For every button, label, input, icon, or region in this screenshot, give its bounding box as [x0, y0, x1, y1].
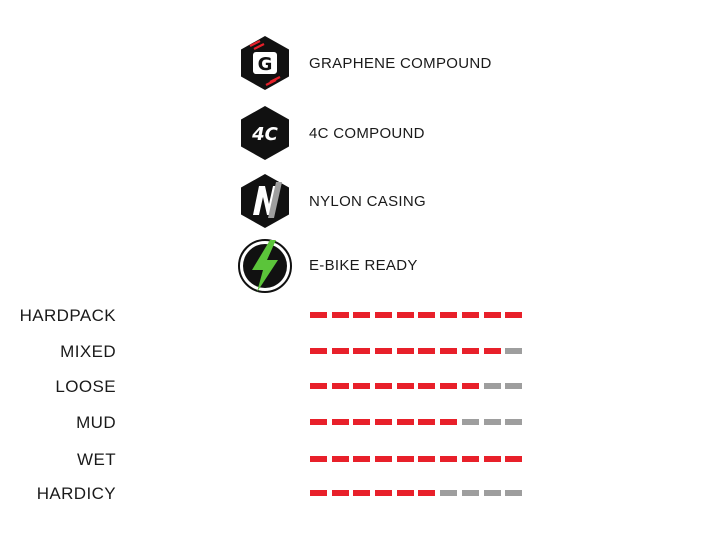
feature-4c: 4C 4C COMPOUND [236, 104, 425, 162]
rating-row-wet: WET [0, 448, 540, 472]
rating-segment-filled [418, 456, 436, 462]
rating-segment-empty [505, 348, 523, 354]
rating-segment-filled [461, 312, 479, 318]
rating-segment-filled [440, 348, 458, 354]
rating-segment-filled [418, 383, 436, 389]
rating-segment-empty [505, 383, 523, 389]
rating-bar [310, 419, 527, 426]
rating-row-hardicy: HARDICY [0, 482, 540, 506]
rating-row-mixed: MIXED [0, 340, 540, 364]
rating-bar [310, 383, 527, 390]
rating-segment-filled [418, 490, 436, 496]
rating-segment-filled [375, 490, 393, 496]
rating-segment-filled [505, 312, 523, 318]
rating-label: WET [77, 450, 116, 469]
rating-segment-filled [310, 456, 327, 462]
rating-segment-filled [396, 490, 414, 496]
rating-label: MIXED [60, 342, 116, 361]
rating-segment-filled [396, 383, 414, 389]
rating-bar [310, 490, 527, 497]
rating-segment-filled [331, 312, 349, 318]
rating-segment-filled [418, 312, 436, 318]
rating-bar [310, 456, 527, 463]
rating-segment-empty [483, 490, 501, 496]
rating-segment-filled [375, 383, 393, 389]
svg-text:G: G [258, 54, 273, 75]
rating-segment-filled [310, 348, 327, 354]
rating-row-loose: LOOSE [0, 375, 540, 399]
svg-text:4C: 4C [251, 124, 279, 145]
rating-segment-empty [483, 383, 501, 389]
rating-segment-filled [418, 419, 436, 425]
feature-ebike: E-BIKE READY [236, 236, 417, 294]
rating-segment-filled [353, 456, 371, 462]
rating-segment-filled [331, 490, 349, 496]
rating-label: LOOSE [55, 377, 116, 396]
rating-bar [310, 348, 527, 355]
rating-segment-filled [310, 419, 327, 425]
rating-segment-filled [375, 348, 393, 354]
rating-segment-empty [505, 419, 523, 425]
rating-segment-filled [331, 348, 349, 354]
rating-segment-empty [461, 490, 479, 496]
rating-label: HARDPACK [19, 306, 116, 325]
rating-segment-filled [310, 312, 327, 318]
feature-label: NYLON CASING [309, 192, 426, 210]
rating-segment-filled [418, 348, 436, 354]
rating-segment-filled [375, 419, 393, 425]
rating-segment-filled [353, 383, 371, 389]
rating-segment-filled [483, 456, 501, 462]
nylon-n-icon [241, 174, 289, 228]
rating-label: HARDICY [36, 484, 116, 503]
feature-label: E-BIKE READY [309, 256, 418, 274]
rating-segment-filled [440, 312, 458, 318]
rating-segment-filled [353, 490, 371, 496]
rating-segment-filled [331, 383, 349, 389]
feature-label: 4C COMPOUND [309, 124, 425, 142]
rating-segment-filled [505, 456, 523, 462]
rating-segment-filled [483, 348, 501, 354]
rating-segment-filled [440, 456, 458, 462]
rating-segment-filled [440, 383, 458, 389]
rating-segment-filled [461, 348, 479, 354]
rating-segment-filled [331, 419, 349, 425]
rating-segment-filled [353, 419, 371, 425]
rating-segment-filled [310, 383, 327, 389]
rating-label: MUD [76, 413, 116, 432]
rating-segment-filled [353, 312, 371, 318]
rating-segment-filled [483, 312, 501, 318]
rating-row-mud: MUD [0, 411, 540, 435]
rating-bar [310, 312, 527, 319]
rating-segment-filled [461, 383, 479, 389]
rating-segment-empty [461, 419, 479, 425]
lightning-bolt-icon [238, 239, 292, 293]
feature-nylon: NYLON CASING [236, 172, 426, 230]
rating-segment-filled [440, 419, 458, 425]
rating-segment-filled [461, 456, 479, 462]
rating-row-hardpack: HARDPACK [0, 304, 540, 328]
rating-segment-filled [331, 456, 349, 462]
rating-segment-filled [375, 456, 393, 462]
rating-segment-filled [375, 312, 393, 318]
rating-segment-filled [310, 490, 327, 496]
4c-compound-icon: 4C [241, 106, 289, 160]
rating-segment-filled [396, 348, 414, 354]
rating-segment-empty [440, 490, 458, 496]
rating-segment-empty [505, 490, 523, 496]
rating-segment-filled [396, 312, 414, 318]
rating-segment-empty [483, 419, 501, 425]
rating-segment-filled [396, 456, 414, 462]
feature-label: GRAPHENE COMPOUND [309, 54, 492, 72]
feature-graphene: G GRAPHENE COMPOUND [236, 34, 491, 92]
rating-segment-filled [396, 419, 414, 425]
graphene-g-icon: G [241, 36, 289, 90]
rating-segment-filled [353, 348, 371, 354]
